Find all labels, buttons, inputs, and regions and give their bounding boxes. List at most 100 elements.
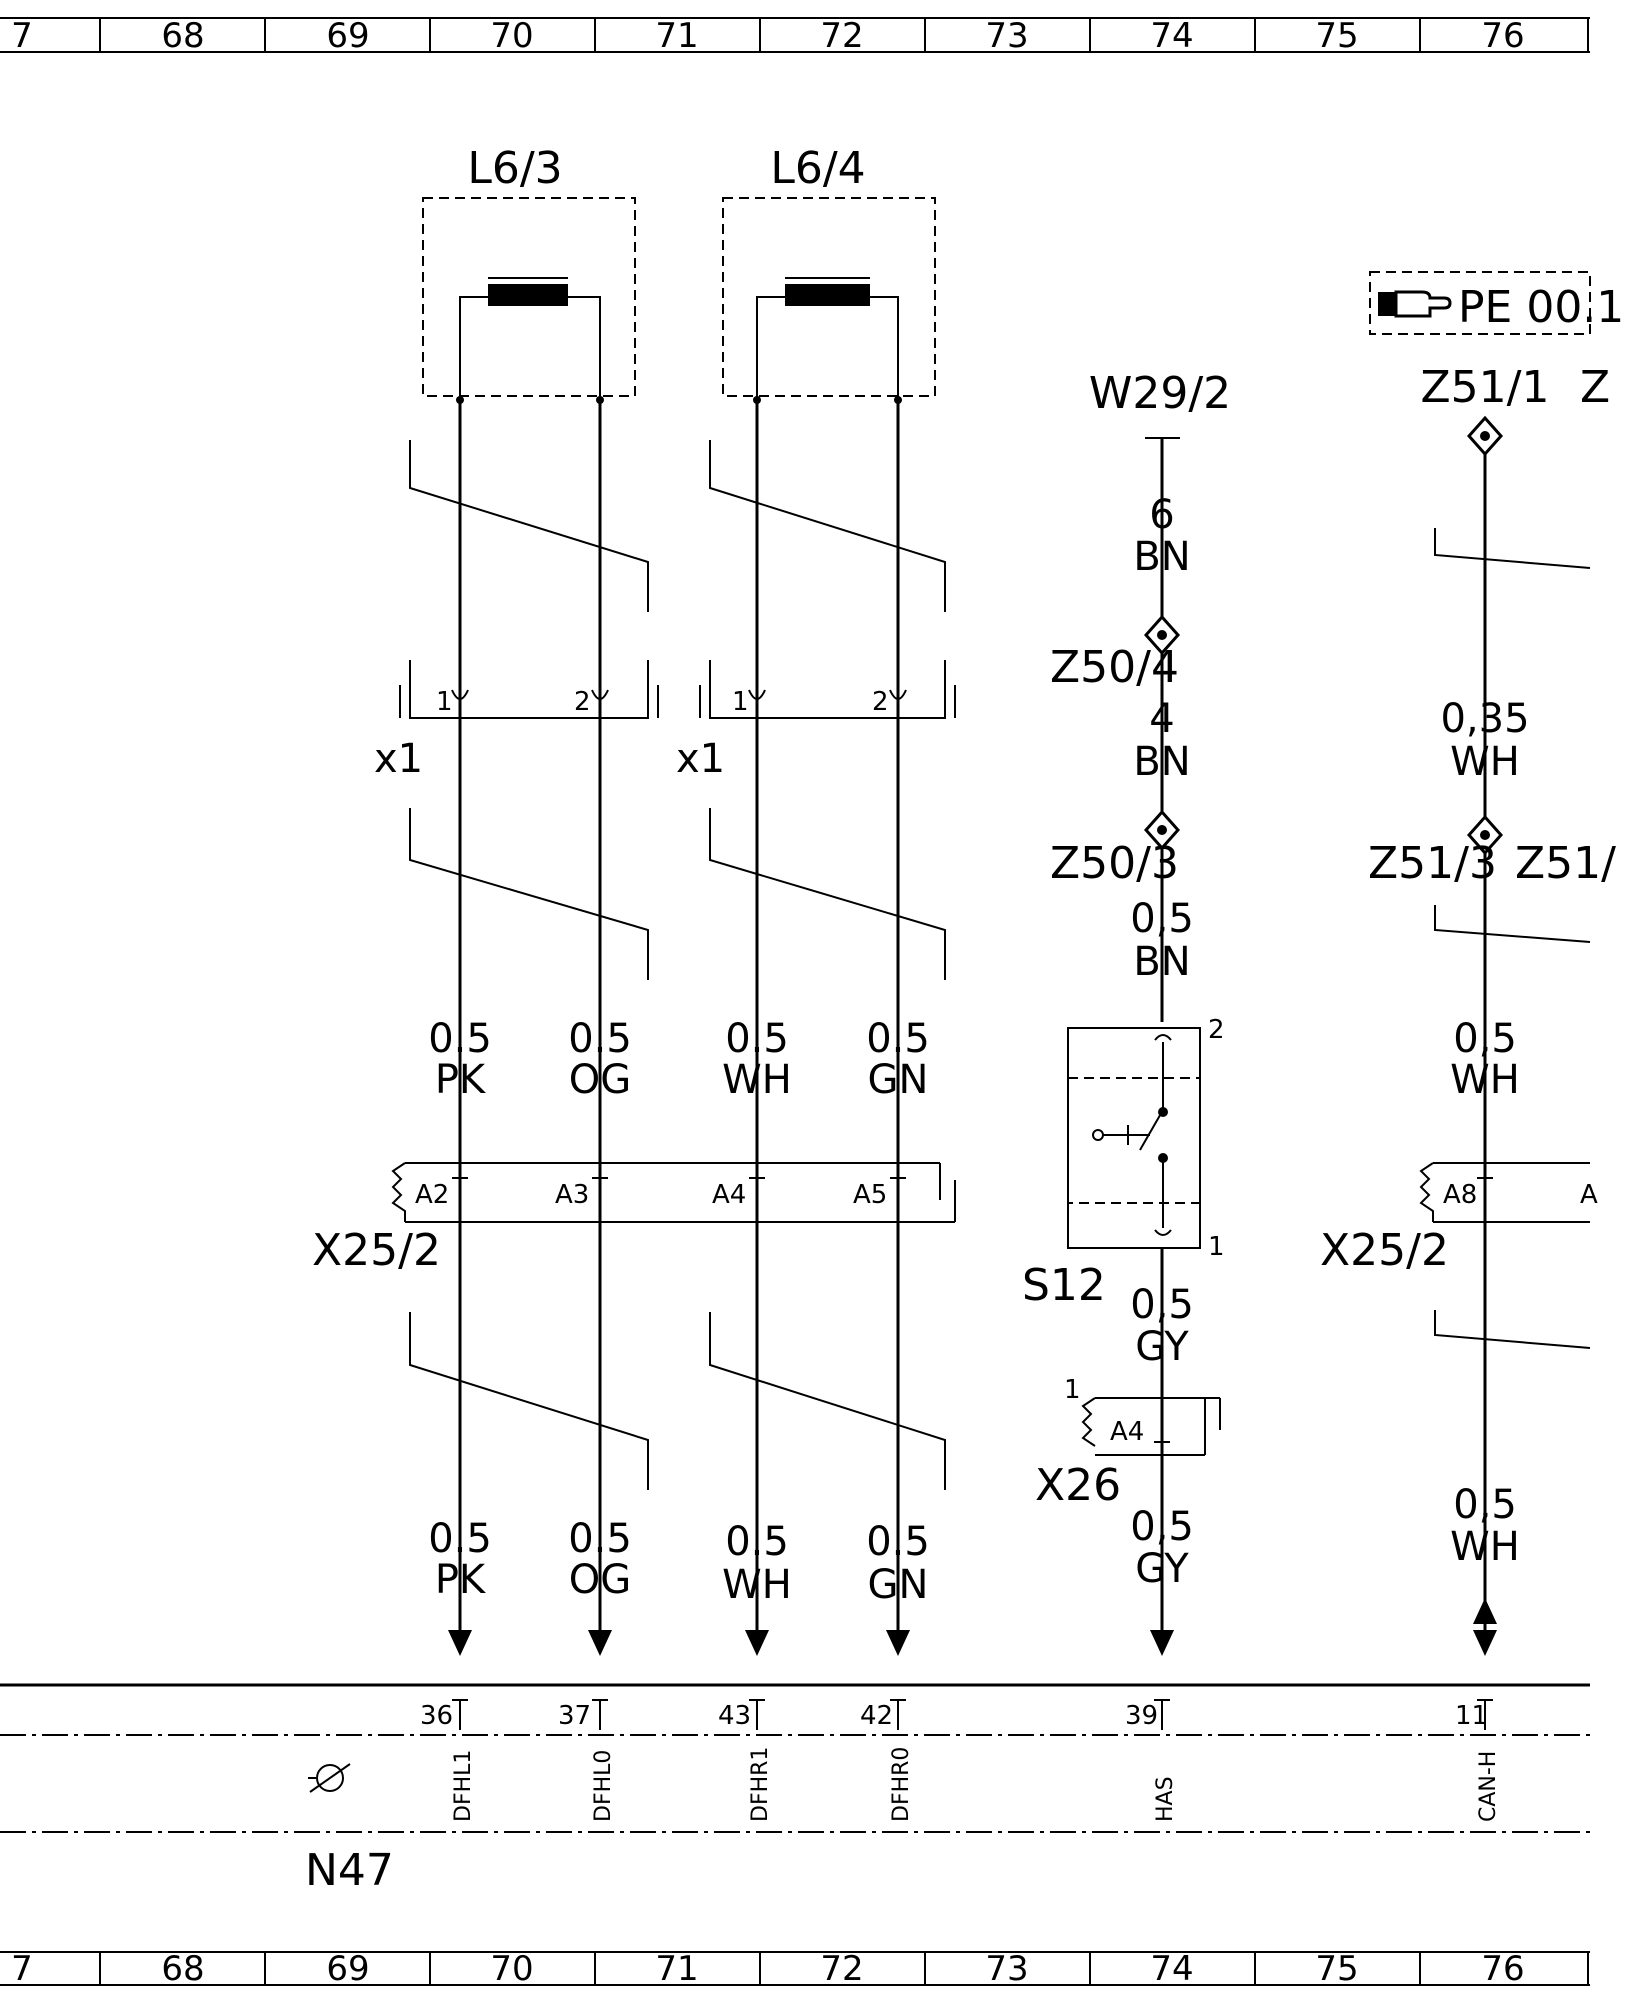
splice-label-truncated: Z51/ <box>1515 838 1616 889</box>
wire-color: OG <box>569 1557 631 1603</box>
wire-color: GN <box>868 1562 929 1608</box>
connector-label-x1: x1 <box>374 736 423 782</box>
wire-size: 0.5 <box>428 1016 492 1062</box>
signal-label: CAN-H <box>1476 1751 1501 1822</box>
pin-label: 2 <box>1208 1015 1225 1045</box>
splice-label-z50-4: Z50/4 <box>1050 642 1179 693</box>
signal-label: DFHR1 <box>748 1747 773 1822</box>
wire-color: GY <box>1135 1324 1189 1370</box>
connector-label-x25-2: X25/2 <box>1320 1225 1449 1276</box>
wire-color: PK <box>435 1557 487 1603</box>
pin-label: A4 <box>1110 1417 1144 1447</box>
bottom-col-label: 74 <box>1150 1949 1193 1989</box>
pin-label: 2 <box>574 687 591 717</box>
sensor-symbol-icon <box>308 1763 351 1793</box>
wire-color: BN <box>1133 739 1190 785</box>
top-col-label: 69 <box>326 16 369 56</box>
wire-color: PK <box>435 1057 487 1103</box>
bottom-col-label: 68 <box>161 1949 204 1989</box>
pin-label: 39 <box>1125 1701 1158 1731</box>
bottom-col-label: 75 <box>1315 1949 1358 1989</box>
pin-label: 42 <box>860 1701 893 1731</box>
wire-color: BN <box>1133 939 1190 985</box>
wire-color: WH <box>1450 1057 1520 1103</box>
wire-color: WH <box>1450 739 1520 785</box>
splice-label-z51-1: Z51/1 <box>1421 362 1550 413</box>
component-label-l6-4: L6/4 <box>770 143 865 194</box>
wire-size: 0.5 <box>725 1519 789 1565</box>
bottom-col-label: 76 <box>1481 1949 1524 1989</box>
wire-color: WH <box>722 1562 792 1608</box>
bottom-col-label: 72 <box>820 1949 863 1989</box>
component-label-n47: N47 <box>305 1845 394 1896</box>
wire-size: 0.5 <box>866 1519 930 1565</box>
top-col-label: 76 <box>1481 16 1524 56</box>
top-grid: 7 68 69 70 71 72 73 74 75 76 <box>0 16 1590 56</box>
input-arrows <box>448 1630 910 1656</box>
pin-label: 2 <box>872 687 889 717</box>
wire-size: 0,5 <box>1130 1282 1194 1328</box>
connector-label-x1: x1 <box>676 736 725 782</box>
top-col-label: 74 <box>1150 16 1193 56</box>
top-col-label: 71 <box>655 16 698 56</box>
pin-label: A8 <box>1443 1180 1477 1210</box>
wire-color: WH <box>722 1057 792 1103</box>
splice-label-z50-3: Z50/3 <box>1050 838 1179 889</box>
wire-size: 4 <box>1149 696 1174 742</box>
bottom-col-label: 69 <box>326 1949 369 1989</box>
top-col-label: 70 <box>490 16 533 56</box>
pin-label: 11 <box>1455 1701 1488 1731</box>
page-reference-pe-00-1: PE 00.1 <box>1458 282 1624 333</box>
wire-size: 0.5 <box>568 1016 632 1062</box>
sensor-wires <box>458 400 900 1650</box>
top-col-label: 68 <box>161 16 204 56</box>
pin-label: 1 <box>732 687 749 717</box>
wire-size: 0,5 <box>1130 1504 1194 1550</box>
signal-label: DFHL1 <box>451 1750 476 1822</box>
wire-size: 0,5 <box>1130 896 1194 942</box>
pointing-hand-icon <box>1378 290 1452 318</box>
pin-label: 43 <box>718 1701 751 1731</box>
connector-x1-left: 1 2 x1 <box>374 660 659 782</box>
wire-size: 0.5 <box>428 1516 492 1562</box>
circuit-has: W29/2 6 BN Z50/4 4 BN Z50/3 0,5 BN 2 1 S… <box>1022 368 1231 1656</box>
wire-size: 0.5 <box>568 1516 632 1562</box>
wire-size: 0,5 <box>1453 1482 1517 1528</box>
pin-label: 37 <box>558 1701 591 1731</box>
wire-color: OG <box>569 1057 631 1103</box>
pin-label: 1 <box>1208 1232 1225 1262</box>
bottom-col-label: 71 <box>655 1949 698 1989</box>
pin-label: A3 <box>555 1180 589 1210</box>
wire-labels-upper: 0.5 PK 0.5 OG 0.5 WH 0.5 GN <box>428 1016 930 1103</box>
splice-label-truncated: Z <box>1580 362 1610 413</box>
top-col-label: 72 <box>820 16 863 56</box>
wire-size: 0.5 <box>866 1016 930 1062</box>
shield-marks <box>409 440 1591 1490</box>
wire-color: WH <box>1450 1524 1520 1570</box>
connector-x1-right: 1 2 x1 <box>676 660 956 782</box>
signal-label: HAS <box>1153 1776 1178 1822</box>
sensor-l6-3: L6/3 <box>422 143 636 404</box>
wire-labels-lower: 0.5 PK 0.5 OG 0.5 WH 0.5 GN <box>428 1516 930 1608</box>
component-label-l6-3: L6/3 <box>467 143 562 194</box>
wire-color: GY <box>1135 1546 1189 1592</box>
bottom-col-label: 73 <box>985 1949 1028 1989</box>
top-col-label: 7 <box>11 16 33 56</box>
splice-label-z51-3: Z51/3 <box>1368 838 1497 889</box>
pin-label: A2 <box>415 1180 449 1210</box>
wire-size: 0,5 <box>1453 1016 1517 1062</box>
signal-label: DFHR0 <box>889 1747 914 1822</box>
connector-x25-left: A2 A3 A4 A5 X25/2 <box>312 1162 956 1276</box>
pin-label: 1 <box>436 687 453 717</box>
bottom-col-label: 70 <box>490 1949 533 1989</box>
circuit-can-h: PE 00.1 Z51/1 Z 0,35 WH Z51/3 Z51/ 0,5 W… <box>1320 271 1624 1656</box>
pin-label: 36 <box>420 1701 453 1731</box>
bottom-grid: 7 68 69 70 71 72 73 74 75 76 <box>0 1949 1590 1989</box>
wire-color: GN <box>868 1057 929 1103</box>
pin-label: A <box>1580 1180 1598 1210</box>
connector-label-x25-2: X25/2 <box>312 1225 441 1276</box>
pin-label: 1 <box>1064 1375 1081 1405</box>
top-col-label: 75 <box>1315 16 1358 56</box>
wire-color: BN <box>1133 534 1190 580</box>
